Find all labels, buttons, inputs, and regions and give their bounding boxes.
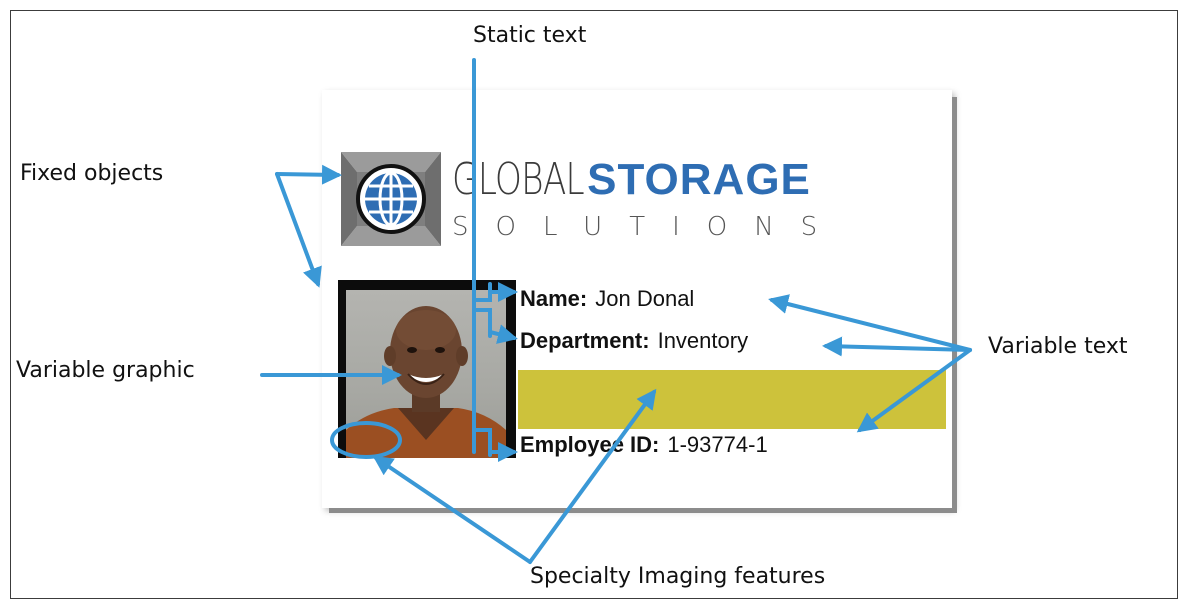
employee-id-value: 1-93774-1 [667, 432, 768, 457]
arrow-variable-department [822, 336, 972, 357]
department-field: Department: Inventory [520, 330, 748, 352]
department-label: Department: [520, 328, 650, 353]
arrow-fixed-to-photo [275, 172, 322, 288]
arrow-specialty-circle [372, 455, 532, 564]
employee-id-label: Employee ID: [520, 432, 660, 457]
name-value: Jon Donal [595, 286, 695, 311]
callout-static-text: Static text [473, 23, 587, 48]
name-label: Name: [520, 286, 588, 311]
callout-variable-graphic: Variable graphic [16, 358, 195, 383]
diagram-frame [10, 10, 1178, 599]
callout-specialty-imaging: Specialty Imaging features [530, 564, 826, 589]
name-field: Name: Jon Donal [520, 288, 694, 310]
arrow-variable-stripe [856, 348, 972, 433]
department-value: Inventory [657, 328, 749, 353]
arrow-variable-name [768, 294, 972, 352]
bracket-employee-id [472, 428, 492, 457]
portrait-icon [346, 306, 506, 458]
arrow-specialty-stripe [528, 388, 657, 564]
logo-solutions-text: SOLUTIONS [452, 212, 845, 242]
bracket-department [472, 308, 492, 338]
arrow-fixed-to-logo [275, 164, 342, 185]
arrow-static-department [488, 324, 518, 344]
specialty-circle [330, 421, 402, 459]
logo-storage-text: STORAGE [587, 155, 811, 204]
globe-icon [341, 152, 441, 246]
employee-id-field: Employee ID: 1-93774-1 [520, 434, 768, 456]
bracket-name [472, 282, 492, 302]
callout-fixed-objects: Fixed objects [20, 161, 164, 186]
callout-variable-text: Variable text [988, 334, 1128, 359]
